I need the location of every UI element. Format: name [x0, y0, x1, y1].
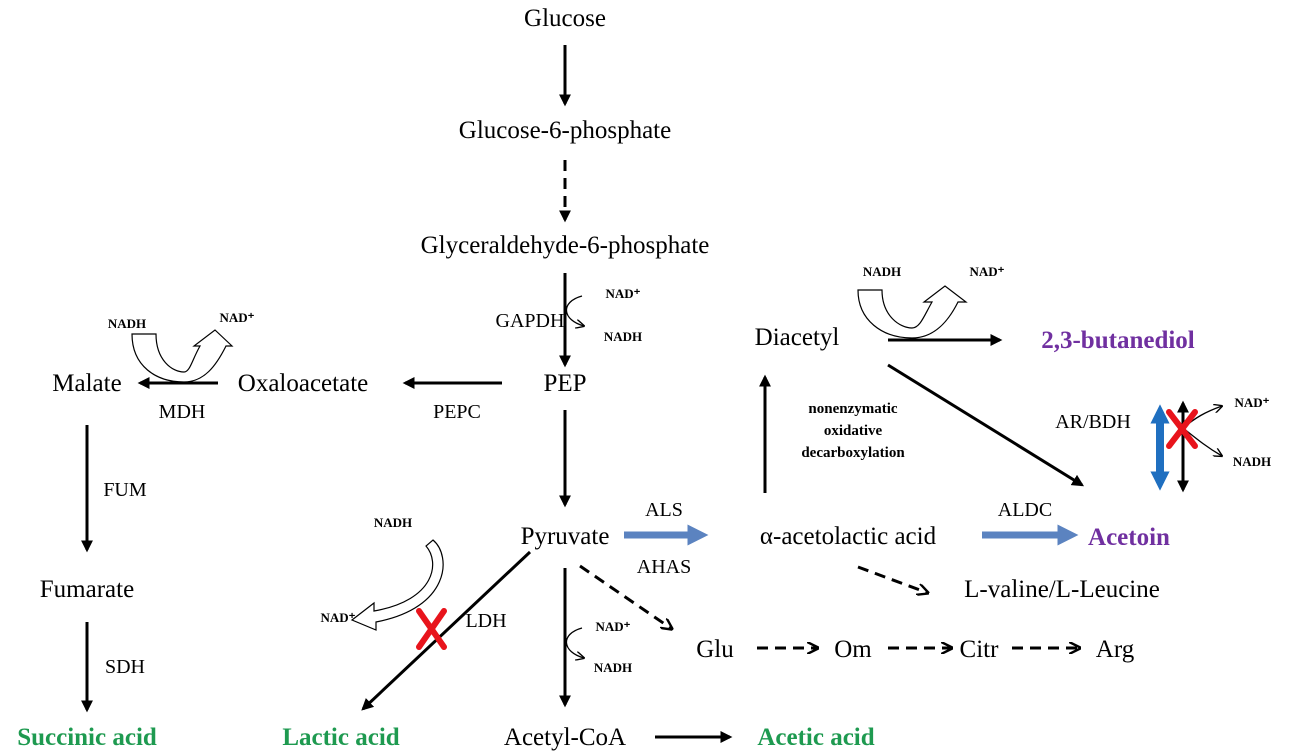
- butanediol-cofactor-curl-icon: [857, 285, 968, 339]
- cofactor-nadh-ldh: NADH: [374, 515, 412, 530]
- arrow-diacetyl-to-acetoin: [887, 363, 1085, 487]
- product-lactic-acid: Lactic acid: [282, 724, 399, 751]
- metabolite-glu: Glu: [696, 636, 734, 663]
- metabolite-diacetyl: Diacetyl: [755, 324, 840, 351]
- metabolite-valine-leucine: L-valine/L-Leucine: [964, 576, 1160, 603]
- enzyme-mdh: MDH: [159, 401, 206, 423]
- note-decarboxylation-line3: decarboxylation: [801, 445, 905, 461]
- product-acetoin: Acetoin: [1088, 524, 1170, 551]
- metabolite-glucose: Glucose: [524, 5, 606, 32]
- cofactor-nad-ldh: NAD⁺: [320, 610, 355, 625]
- cofactor-nad-gapdh: NAD⁺: [605, 286, 640, 301]
- metabolite-glyceraldehyde-6-phosphate: Glyceraldehyde-6-phosphate: [421, 232, 710, 259]
- enzyme-gapdh: GAPDH: [496, 310, 565, 332]
- enzyme-pepc: PEPC: [433, 401, 481, 423]
- product-succinic-acid: Succinic acid: [17, 724, 157, 751]
- cofactor-nad-acetyl-coa: NAD⁺: [595, 619, 630, 634]
- metabolite-malate: Malate: [52, 370, 121, 397]
- metabolite-glucose-6-phosphate: Glucose-6-phosphate: [459, 117, 671, 144]
- metabolite-oxaloacetate: Oxaloacetate: [238, 370, 368, 397]
- cofactor-nad-ar-bdh: NAD⁺: [1234, 395, 1269, 410]
- cofactor-nadh-ar-bdh: NADH: [1233, 454, 1271, 469]
- enzyme-ldh: LDH: [465, 610, 506, 632]
- cofactor-nadh-mdh: NADH: [108, 316, 146, 331]
- enzyme-als: ALS: [645, 499, 683, 521]
- ldh-cofactor-curl-icon: [350, 539, 444, 631]
- acetyl-coa-cofactor-curl-icon: [565, 627, 584, 658]
- metabolite-fumarate: Fumarate: [40, 576, 134, 603]
- arrow-pyruvate-to-lactic: [361, 550, 532, 711]
- enzyme-aldc: ALDC: [998, 499, 1052, 521]
- note-decarboxylation-line1: nonenzymatic: [808, 401, 898, 417]
- metabolite-citr: Citr: [960, 636, 1000, 663]
- metabolite-pep: PEP: [543, 370, 586, 397]
- enzyme-ahas: AHAS: [637, 556, 691, 578]
- enzyme-ar-bdh: AR/BDH: [1055, 411, 1131, 433]
- cofactor-nadh-acetyl-coa: NADH: [594, 660, 632, 675]
- cofactor-nad-butanediol: NAD⁺: [969, 264, 1004, 279]
- cofactor-nadh-gapdh: NADH: [604, 329, 642, 344]
- metabolite-acetyl-coa: Acetyl-CoA: [504, 724, 626, 751]
- gapdh-cofactor-curl-icon: [565, 295, 584, 326]
- product-acetic-acid: Acetic acid: [757, 724, 874, 751]
- note-decarboxylation-line2: oxidative: [824, 423, 883, 439]
- product-butanediol: 2,3-butanediol: [1041, 327, 1195, 354]
- metabolite-om: Om: [834, 636, 872, 663]
- arrow-pyruvate-to-glu: [579, 564, 672, 629]
- metabolite-acetolactic-acid: α-acetolactic acid: [760, 523, 937, 550]
- enzyme-sdh: SDH: [105, 656, 145, 678]
- cofactor-nad-mdh: NAD⁺: [219, 310, 254, 325]
- enzyme-fum: FUM: [103, 479, 147, 501]
- metabolite-arg: Arg: [1096, 636, 1135, 663]
- arrow-acetolactate-to-valine: [857, 565, 928, 593]
- metabolite-pyruvate: Pyruvate: [521, 523, 610, 550]
- cofactor-nadh-butanediol: NADH: [863, 264, 901, 279]
- mdh-cofactor-curl-icon: [131, 329, 234, 383]
- ar-bdh-knockout-cross-icon: [1166, 409, 1198, 449]
- ldh-knockout-cross-icon: [416, 608, 447, 650]
